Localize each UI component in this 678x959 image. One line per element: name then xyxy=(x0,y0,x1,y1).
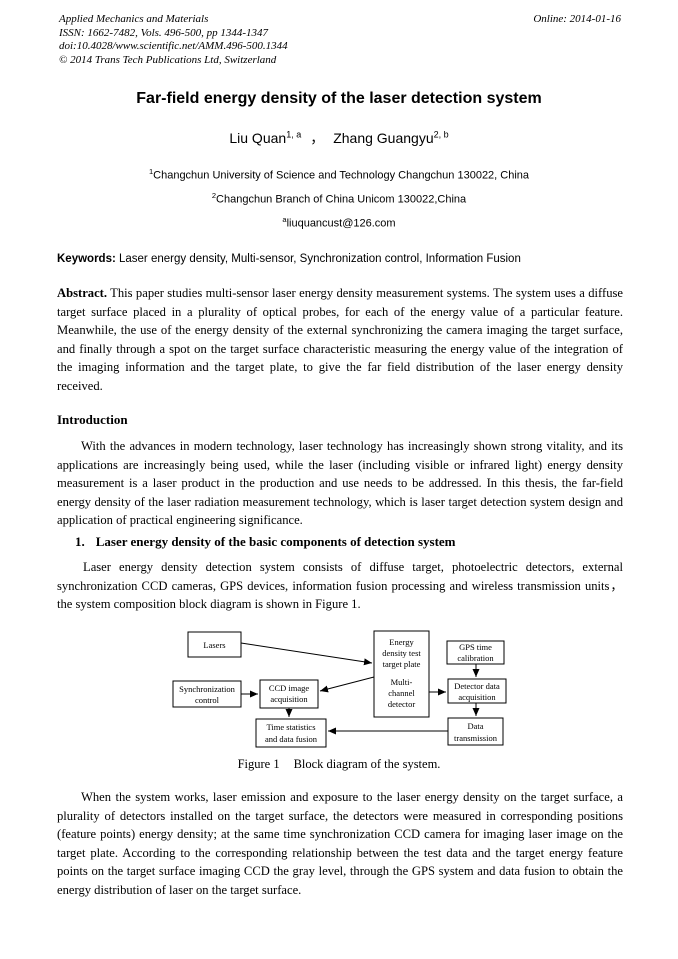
journal-copyright: © 2014 Trans Tech Publications Ltd, Swit… xyxy=(59,53,277,66)
diagram-label-target-line-2: density test xyxy=(382,648,421,658)
diagram-label-lasers: Lasers xyxy=(203,640,225,650)
diagram-label-gps-line-1: GPS time xyxy=(459,642,492,652)
figure-caption-label: Figure 1 xyxy=(237,757,280,771)
keywords-line: Keywords: Laser energy density, Multi-se… xyxy=(57,252,623,267)
page-title: Far-field energy density of the laser de… xyxy=(136,90,542,107)
email-text: liuquancust@126.com xyxy=(286,217,396,230)
diagram-box-lasers xyxy=(187,631,242,658)
keywords-label: Keywords: xyxy=(57,253,116,265)
diagram-box-data-transmission xyxy=(447,717,504,746)
diagram-label-target-line-4: Multi- xyxy=(391,677,413,687)
author-separator: ， xyxy=(310,130,325,146)
author-email: aliuquancust@126.com xyxy=(0,215,678,230)
diagram-box-ccd-image-acquisition xyxy=(259,679,319,709)
journal-doi: doi:10.4028/www.scientific.net/AMM.496-5… xyxy=(59,40,288,52)
affiliation-2: 2Changchun Branch of China Unicom 130022… xyxy=(0,191,678,206)
diagram-label-target-line-3: target plate xyxy=(383,659,421,669)
after-figure-paragraph: When the system works, laser emission an… xyxy=(57,790,623,897)
section-1-title: Laser energy density of the basic compon… xyxy=(95,534,456,549)
diagram-label-transmission-line-1: Data xyxy=(467,721,483,731)
diagram-label-ccd-line-2: acquisition xyxy=(270,694,308,704)
author-line: Liu Quan1, a ， Zhang Guangyu2, b xyxy=(0,128,678,148)
diagram-box-target-detector xyxy=(373,630,430,718)
journal-header: Applied Mechanics and Materials ISSN: 16… xyxy=(59,13,419,67)
diagram-label-fusion-line-1: Time statistics xyxy=(266,722,315,732)
abstract: Abstract. This paper studies multi-senso… xyxy=(57,284,623,395)
section-1-heading: 1. Laser energy density of the basic comp… xyxy=(75,534,456,550)
section-1-paragraph: Laser energy density detection system co… xyxy=(57,560,623,611)
diagram-label-detector-line-2: acquisition xyxy=(458,692,496,702)
arrow-lasers-to-target xyxy=(240,642,373,666)
figure-caption-text: Block diagram of the system. xyxy=(293,757,441,771)
diagram-box-detector-data-acquisition xyxy=(447,678,507,704)
affiliation-1-text: Changchun University of Science and Tech… xyxy=(153,169,530,182)
online-date: Online: 2014-01-16 xyxy=(533,13,621,25)
system-block-diagram: Lasers Energy density test target plate … xyxy=(172,630,507,748)
author-2-superscript: 2, b xyxy=(433,129,449,140)
diagram-label-target-line-5: channel xyxy=(388,688,415,698)
section-1-number: 1. xyxy=(75,534,85,549)
affiliation-2-superscript: 2 xyxy=(211,191,217,200)
diagram-label-fusion-line-2: and data fusion xyxy=(265,734,318,744)
introduction-paragraph: With the advances in modern technology, … xyxy=(57,439,623,527)
diagram-label-ccd-line-1: CCD image xyxy=(269,683,310,693)
diagram-box-time-statistics-fusion xyxy=(255,718,327,748)
introduction-heading: Introduction xyxy=(57,412,128,427)
diagram-label-gps-line-2: calibration xyxy=(457,653,494,663)
email-superscript: a xyxy=(282,215,287,224)
affiliation-1-superscript: 1 xyxy=(148,167,154,176)
diagram-label-transmission-line-2: transmission xyxy=(454,733,498,743)
journal-issn: ISSN: 1662-7482, Vols. 496-500, pp 1344-… xyxy=(59,26,268,39)
diagram-box-synchronization-control xyxy=(172,680,242,708)
diagram-label-target-line-6: detector xyxy=(388,699,416,709)
diagram-label-sync-line-1: Synchronization xyxy=(179,684,235,694)
affiliation-2-text: Changchun Branch of China Unicom 130022,… xyxy=(216,193,467,206)
affiliation-1: 1Changchun University of Science and Tec… xyxy=(0,167,678,182)
arrow-target-to-ccd xyxy=(319,676,375,693)
diagram-label-sync-line-2: control xyxy=(195,695,220,705)
author-1-superscript: 1, a xyxy=(286,129,302,140)
figure-caption: Figure 1 Block diagram of the system. xyxy=(0,757,678,772)
journal-name: Applied Mechanics and Materials xyxy=(59,13,209,25)
author-1-name: Liu Quan xyxy=(229,130,287,146)
diagram-label-target-line-1: Energy xyxy=(389,637,414,647)
author-2-name: Zhang Guangyu xyxy=(333,130,434,146)
abstract-label: Abstract. xyxy=(57,286,108,300)
keywords-text: Laser energy density, Multi-sensor, Sync… xyxy=(119,253,521,265)
abstract-text: This paper studies multi-sensor laser en… xyxy=(57,286,624,393)
diagram-label-detector-line-1: Detector data xyxy=(454,681,500,691)
